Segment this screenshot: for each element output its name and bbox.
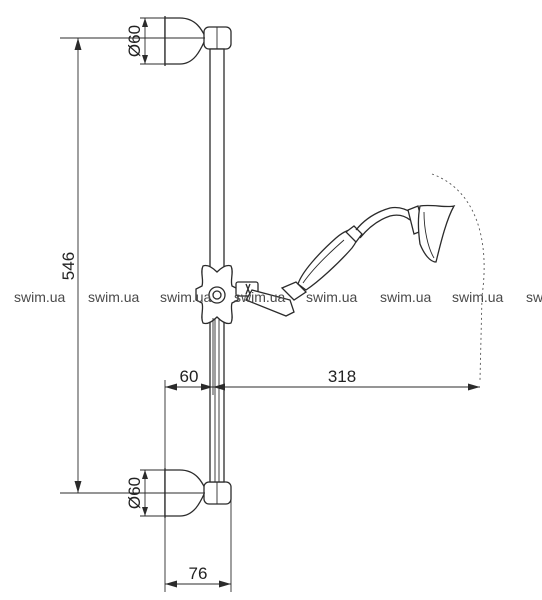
dimension-depth: 76: [165, 500, 232, 592]
watermark-text: swim.ua: [234, 289, 286, 305]
dimension-bottom-flange: Ø60: [125, 469, 165, 517]
top-flange-diameter-label: Ø60: [125, 25, 144, 57]
watermark-text: swim.ua: [160, 289, 212, 305]
bottom-flange-diameter-label: Ø60: [125, 477, 144, 509]
dimension-top-flange: Ø60: [125, 17, 165, 65]
hand-shower: [297, 173, 485, 381]
watermark-text: swim.ua: [14, 289, 66, 305]
vertical-rail: [209, 48, 225, 483]
watermark-text-partial: sw: [526, 289, 542, 305]
height-dimension-label: 546: [59, 252, 78, 280]
watermark-text: swim.ua: [452, 289, 504, 305]
dimension-horizontal-reach: 60 318: [164, 318, 480, 592]
offset-dimension-label: 60: [180, 367, 199, 386]
top-wall-flange: [164, 16, 232, 66]
watermark-row: swim.ua swim.ua swim.ua swim.ua swim.ua …: [14, 289, 542, 305]
slider-holder: [195, 264, 308, 325]
watermark-text: swim.ua: [88, 289, 140, 305]
depth-dimension-label: 76: [189, 564, 208, 583]
dimension-height: 546: [59, 37, 205, 494]
reach-dimension-label: 318: [328, 367, 356, 386]
watermark-text: swim.ua: [306, 289, 358, 305]
watermark-text: swim.ua: [380, 289, 432, 305]
